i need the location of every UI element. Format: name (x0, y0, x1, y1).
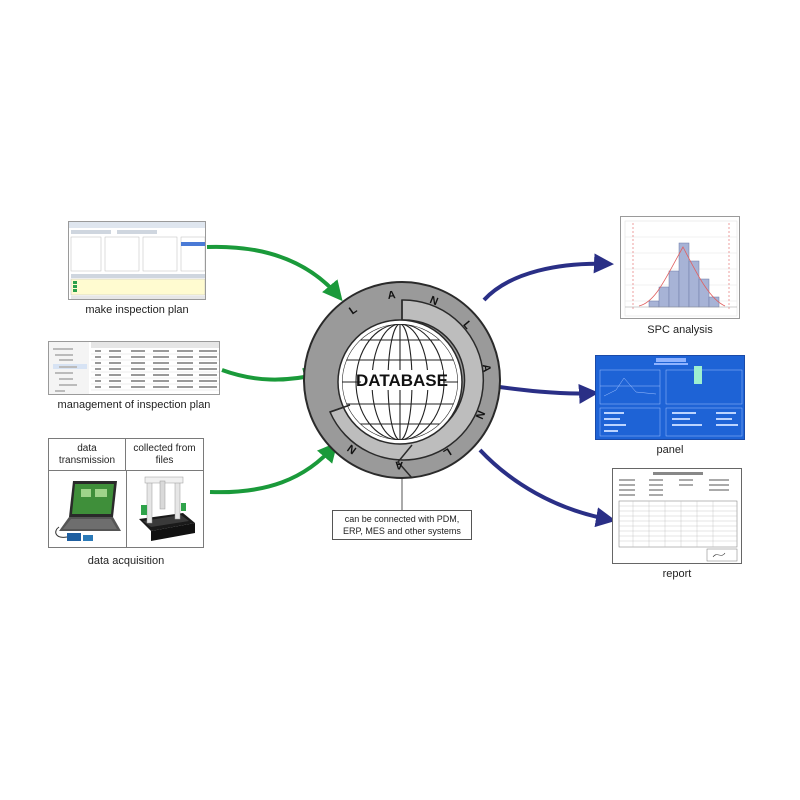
arrow-spc-analysis (482, 253, 614, 302)
database-label: DATABASE (356, 371, 448, 390)
plan-management-table (49, 342, 219, 394)
integration-note: can be connected with PDM,ERP, MES and o… (332, 510, 472, 540)
arrow-panel (484, 383, 599, 404)
inspection-plan-screenshot (68, 221, 206, 300)
arrow-inspection-plan (206, 244, 343, 302)
laptop-icon (55, 481, 121, 541)
spc-analysis-screenshot (620, 216, 740, 319)
caption-data-acquisition: data acquisition (87, 555, 165, 567)
ring-letter: A (387, 289, 396, 302)
caption-make-inspection-plan: make inspection plan (85, 304, 189, 316)
ring-letter: A (480, 363, 493, 373)
report-document (618, 472, 738, 562)
report-screenshot (612, 468, 742, 564)
caption-report: report (662, 568, 692, 580)
ring-letter: N (428, 294, 440, 308)
panel-dashboard (596, 356, 744, 439)
plan-management-screenshot (48, 341, 220, 395)
arrow-report (478, 448, 616, 528)
caption-spc-analysis: SPC analysis (647, 324, 713, 336)
caption-management-inspection-plan: management of inspection plan (57, 399, 211, 411)
plan-window (69, 222, 205, 299)
spc-histogram (624, 220, 738, 317)
arrow-data-acquisition (209, 441, 338, 495)
spiral-band (328, 299, 485, 461)
caption-panel: panel (656, 444, 684, 456)
ring-letter: A (395, 459, 403, 471)
cmm-machine-icon (139, 476, 195, 541)
panel-screenshot (595, 355, 745, 440)
